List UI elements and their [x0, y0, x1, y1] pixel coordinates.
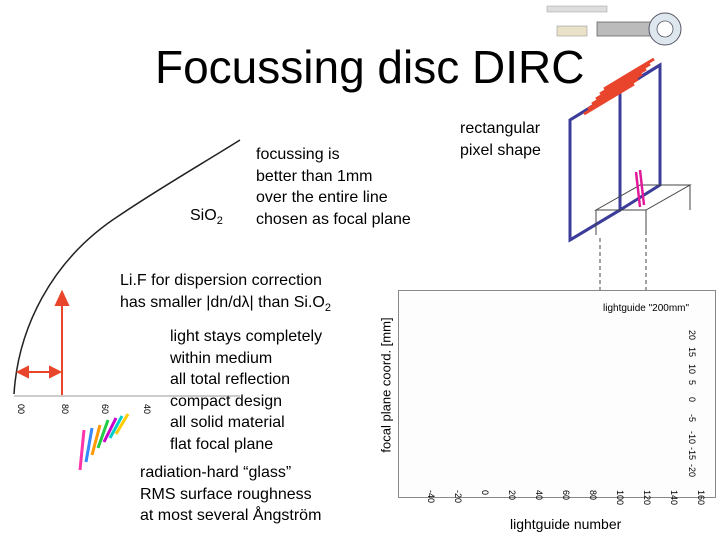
plot-x-tick: 160 [696, 490, 706, 506]
plot-x-tick: 0 [480, 490, 490, 496]
wireframe-box [594, 184, 692, 290]
page-title: Focussing disc DIRC [155, 41, 585, 93]
plot-y-tick: -20 [687, 464, 697, 478]
plot-x-tick: -20 [453, 490, 463, 504]
plot-x-tick: 60 [561, 490, 571, 501]
disc-outline-curve [13, 139, 241, 395]
focussing-note: focussing is better than 1mm over the en… [256, 146, 411, 228]
plot-y-tick: -5 [687, 413, 697, 422]
lif-note: Li.F for dispersion correction has small… [120, 272, 331, 314]
plot-x-tick: 100 [615, 490, 625, 506]
plot-y-tick: 20 [687, 330, 697, 341]
disc-tick: 00 [16, 404, 26, 415]
plot-y-tick: 0 [687, 397, 697, 403]
detector-inset-thumbnail [537, 2, 717, 50]
rectangular-pixel-note: rectangular pixel shape [460, 120, 541, 159]
plot-y-tick: 5 [687, 380, 697, 386]
horizontal-arrow-left-head [15, 365, 29, 379]
horizontal-arrow-right-head [49, 365, 63, 379]
plot-x-axis-label: lightguide number [510, 516, 622, 532]
plot-y-tick: -15 [687, 447, 697, 461]
properties-list: light stays completely within medium all… [170, 328, 323, 453]
light-ray [634, 169, 646, 208]
sio2-label: SiO2 [190, 207, 223, 228]
dimension-arrows [15, 289, 70, 395]
plot-y-tick: 15 [687, 346, 697, 357]
disc-tick: 80 [60, 404, 70, 415]
photon-pattern [78, 413, 130, 471]
plot-y-tick: 10 [687, 363, 697, 374]
plot-y-axis-label: focal plane coord. [mm] [378, 317, 394, 453]
vertical-arrow-head [54, 289, 70, 306]
plot-x-tick: 140 [669, 490, 679, 506]
plot-title: lightguide "200mm" [603, 303, 690, 314]
ring-plot-frame [398, 290, 716, 498]
pixel-rows [583, 57, 655, 116]
plot-x-tick: 80 [588, 490, 598, 501]
disc-tick: 40 [142, 404, 152, 415]
radiation-note: radiation-hard “glass” RMS surface rough… [140, 464, 322, 524]
plot-x-tick: -40 [426, 490, 436, 504]
plot-y-tick: -10 [687, 430, 697, 444]
plot-x-tick: 20 [507, 490, 517, 501]
disc-tick: 60 [100, 404, 110, 415]
plot-x-tick: 40 [534, 490, 544, 501]
plot-x-tick: 120 [642, 490, 652, 506]
